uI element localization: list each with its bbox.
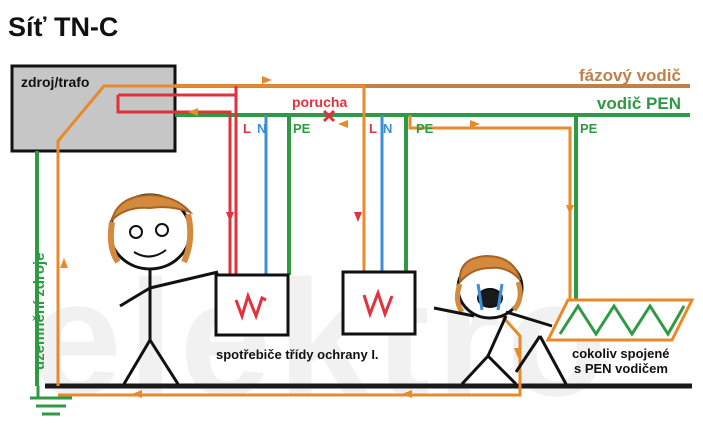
stick-figure-left bbox=[107, 193, 219, 385]
appliance-2 bbox=[341, 270, 417, 336]
heating-element-icon bbox=[234, 291, 267, 321]
page-title: Síť TN-C bbox=[8, 12, 118, 42]
pen-connected-object bbox=[545, 298, 695, 342]
appliance-1 bbox=[214, 273, 290, 337]
terminal-pe2: PE bbox=[416, 121, 434, 136]
watermark-text: elektro bbox=[30, 246, 613, 426]
earth-ground-icon bbox=[30, 386, 72, 416]
live-conductor bbox=[116, 86, 238, 300]
source-label: zdroj/trafo bbox=[21, 74, 89, 90]
current-arrows bbox=[60, 76, 574, 398]
terminal-l2: L bbox=[369, 121, 377, 136]
terminal-pe3: PE bbox=[580, 121, 598, 136]
phase-label: fázový vodič bbox=[579, 66, 681, 85]
troll-face-icon bbox=[107, 193, 194, 271]
source-box bbox=[10, 64, 177, 153]
neutral-conductor bbox=[264, 115, 384, 300]
terminal-l1: L bbox=[243, 121, 251, 136]
appliances-caption: spotřebiče třídy ochrany I. bbox=[216, 347, 379, 362]
earthing-label: uzemnění zdroje bbox=[31, 252, 48, 370]
terminal-n2: N bbox=[383, 121, 392, 136]
fault-label: porucha bbox=[292, 94, 347, 110]
stick-figure-right bbox=[433, 254, 568, 386]
pen-connected-caption-line1: cokoliv spojené bbox=[572, 346, 670, 361]
fault-x-icon bbox=[322, 109, 336, 123]
pen-label: vodič PEN bbox=[597, 94, 681, 113]
heating-element-icon bbox=[362, 288, 394, 319]
pen-conductor bbox=[35, 113, 690, 386]
crying-face-icon bbox=[454, 254, 524, 320]
pen-connected-caption-line2: s PEN vodičem bbox=[574, 361, 668, 376]
heating-element-icon bbox=[558, 303, 686, 337]
terminal-pe1: PE bbox=[293, 121, 311, 136]
terminal-n1: N bbox=[257, 121, 266, 136]
watermark: elektro bbox=[30, 246, 613, 426]
